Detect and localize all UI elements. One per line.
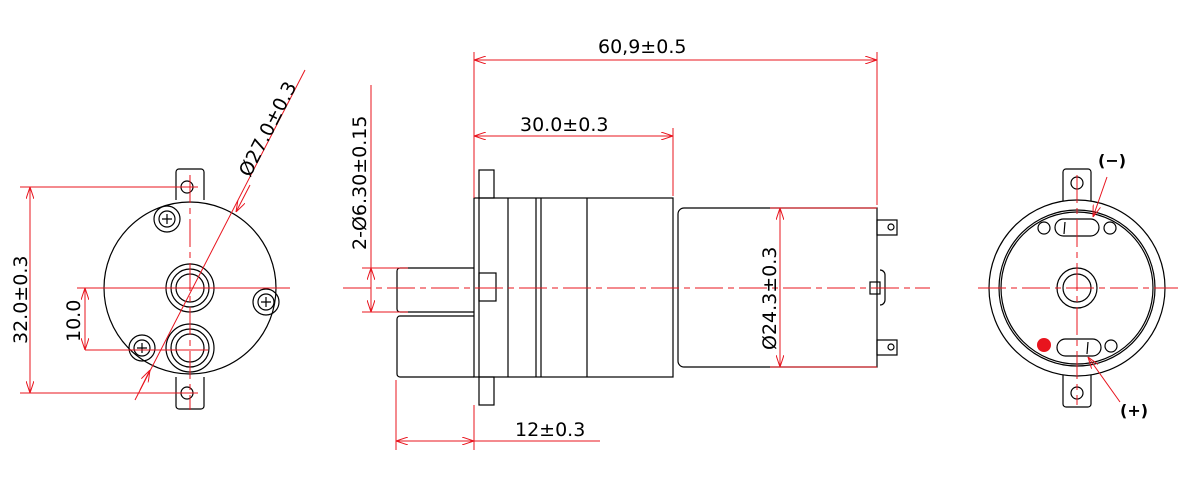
height-32-label: 32.0±0.3: [10, 256, 32, 344]
port-length-label: 12±0.3: [515, 419, 585, 441]
positive-marker-dot: [1037, 338, 1051, 352]
pump-length-label: 30.0±0.3: [520, 114, 608, 136]
spacing-10-label: 10.0: [63, 300, 85, 342]
diameter-27-label: Ø27.0±0.3: [235, 78, 302, 180]
negative-terminal-label: (−): [1098, 151, 1126, 170]
screw-icon: [153, 205, 181, 233]
motor-diameter-label: Ø24.3±0.3: [759, 247, 781, 350]
side-view: 60,9±0.5 30.0±0.3 12±0.3 2-Ø6.30±0.15 Ø2…: [343, 36, 930, 450]
port-diameter-label: 2-Ø6.30±0.15: [349, 116, 371, 250]
screw-icon: [128, 334, 156, 362]
rear-view: (−) (+): [978, 151, 1178, 420]
screw-icon: [252, 288, 280, 316]
positive-terminal-label: (+): [1120, 401, 1148, 420]
front-view: Ø27.0±0.3 32.0±0.3 10.0: [10, 69, 306, 410]
overall-length-label: 60,9±0.5: [598, 36, 686, 58]
